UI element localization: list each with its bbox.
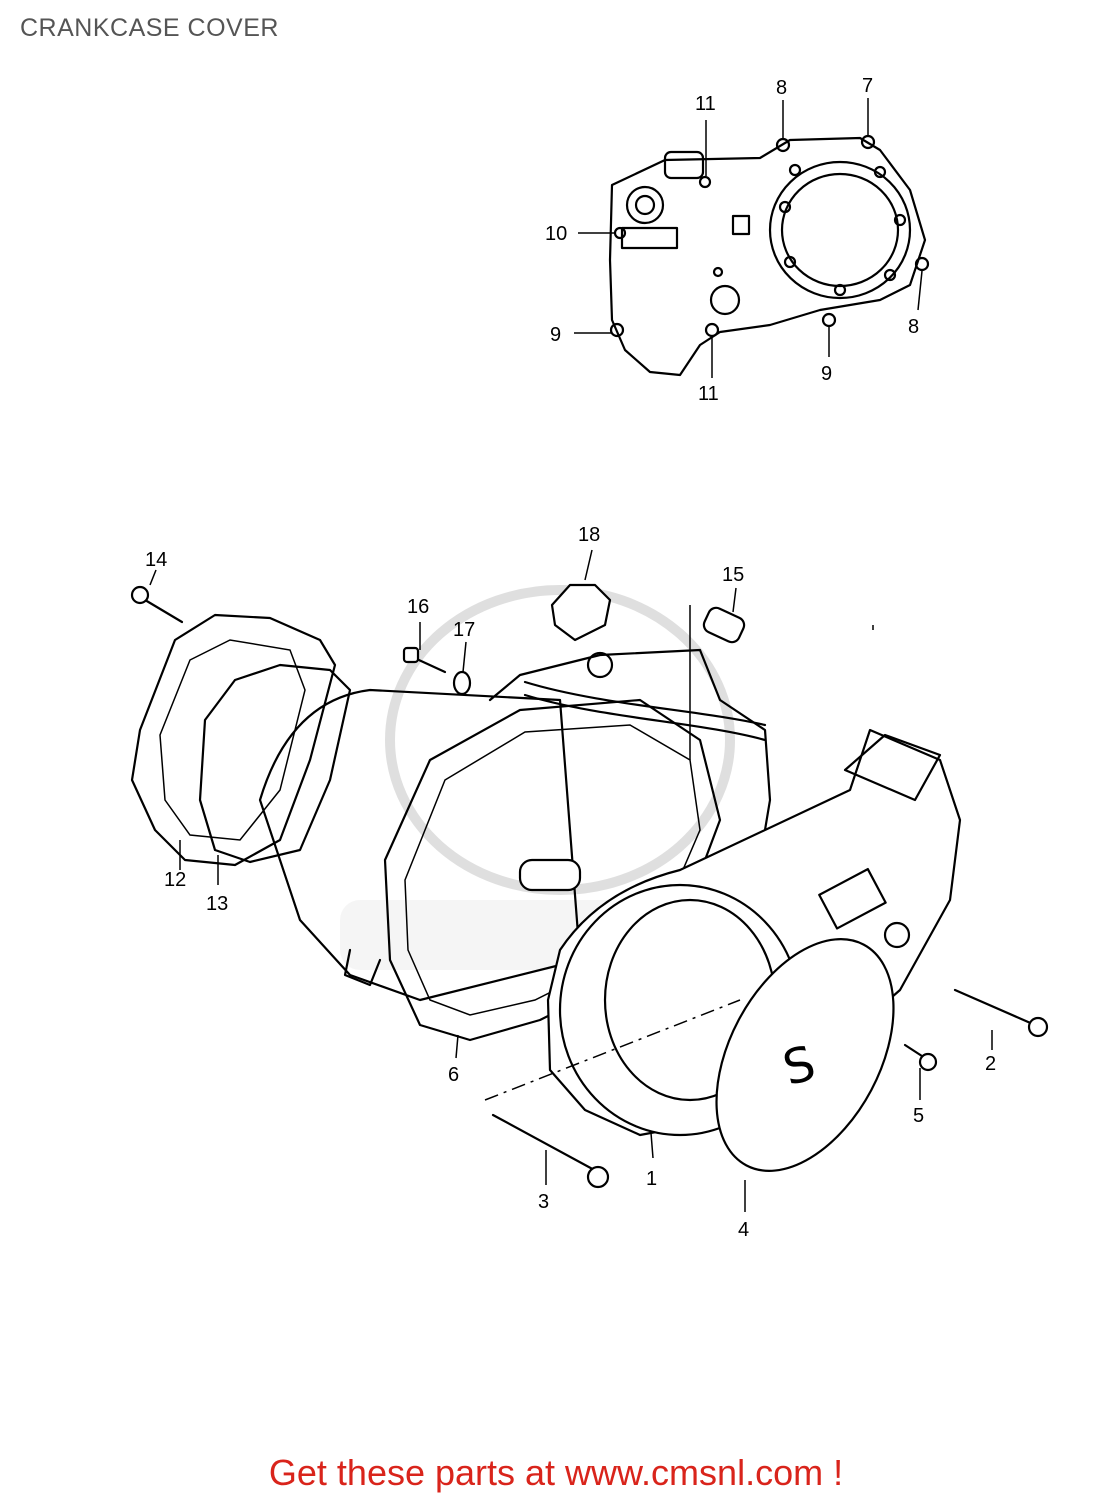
callout-3: 3 [538,1191,549,1213]
callout-10: 10 [545,223,567,245]
part-13-shape [198,663,352,864]
callout-2: 2 [985,1053,996,1075]
part-4-shape [715,938,895,1172]
callout-9-bottom: 9 [821,363,832,385]
callout-15: 15 [722,564,744,586]
callout-17: 17 [453,619,475,641]
part-18-shape [550,583,612,642]
callout-18: 18 [578,524,600,546]
callout-11-bottom: 11 [698,383,719,405]
part-12-shape [130,613,337,867]
callout-8-right: 8 [908,316,919,338]
cmsnl-link[interactable]: Get these parts at www.cmsnl.com ! [268,1452,844,1493]
inner-cover-assembly [574,98,930,378]
callout-7: 7 [862,75,873,97]
callout-12: 12 [164,869,186,891]
callout-11-top: 11 [695,93,716,115]
part-3-shape [491,1113,600,1174]
callout-6: 6 [448,1064,459,1086]
footer-banner: Get these parts at www.cmsnl.com ! [0,1452,1112,1494]
callout-14: 14 [145,549,167,571]
callout-labels: 1 2 3 4 5 6 7 8 8 9 9 10 11 11 12 13 14 … [145,75,996,1241]
outer-cover-assembly: S [130,549,1049,1212]
callout-9-left: 9 [550,324,561,346]
callout-5: 5 [913,1105,924,1127]
callout-16: 16 [407,596,429,618]
diagram-title: CRANKCASE COVER [20,14,279,42]
callout-13: 13 [206,893,228,915]
part-15-shape [702,606,746,644]
callout-4: 4 [738,1219,749,1241]
callout-1: 1 [646,1168,657,1190]
callout-8-top: 8 [776,77,787,99]
part-2-shape [953,988,1037,1027]
part-17-shape [452,670,472,696]
